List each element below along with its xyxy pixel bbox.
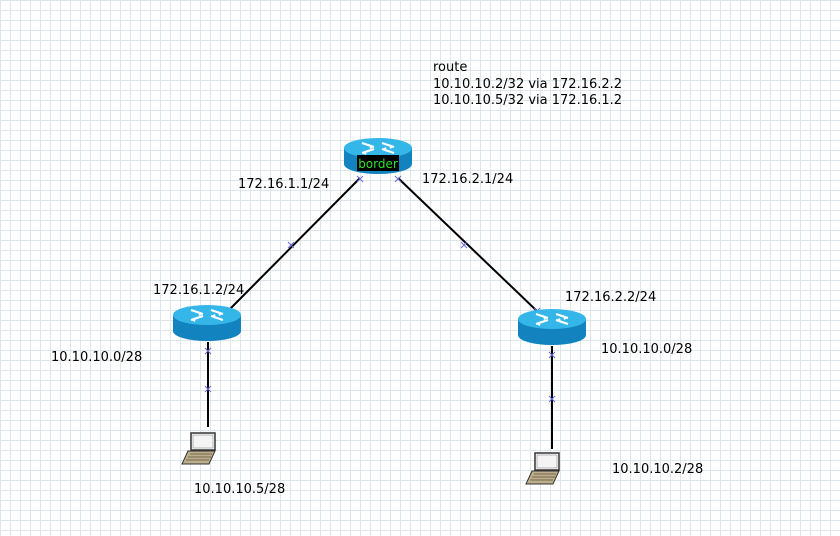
laptop-icon-left[interactable] (181, 432, 216, 465)
router-right[interactable] (517, 308, 587, 346)
router-border[interactable]: border (343, 137, 413, 175)
border-right-iface-label: 172.16.2.1/24 (422, 172, 514, 187)
left-router-iface-label: 172.16.1.2/24 (153, 283, 245, 298)
route-note-line: 10.10.10.5/32 via 172.16.1.2 (433, 93, 623, 108)
right-host-addr-label: 10.10.10.2/28 (612, 462, 704, 477)
right-router-iface-label: 172.16.2.2/24 (565, 290, 657, 305)
router-border-label-bg (357, 155, 399, 171)
router-border-label: border (358, 157, 398, 171)
router-left[interactable] (172, 304, 242, 342)
link-border-left[interactable] (226, 177, 361, 313)
route-note-title: route (433, 60, 468, 75)
right-lan-label: 10.10.10.0/28 (601, 342, 693, 357)
left-host-addr-label: 10.10.10.5/28 (194, 482, 286, 497)
laptop-icon-right[interactable] (525, 452, 560, 485)
route-note: route 10.10.10.2/32 via 172.16.2.2 10.10… (433, 60, 622, 110)
link-markers (204, 175, 556, 403)
links (207, 177, 553, 449)
left-lan-label: 10.10.10.0/28 (51, 350, 143, 365)
link-border-right[interactable] (397, 177, 539, 313)
border-left-iface-label: 172.16.1.1/24 (238, 177, 330, 192)
route-note-line: 10.10.10.2/32 via 172.16.2.2 (433, 76, 623, 92)
